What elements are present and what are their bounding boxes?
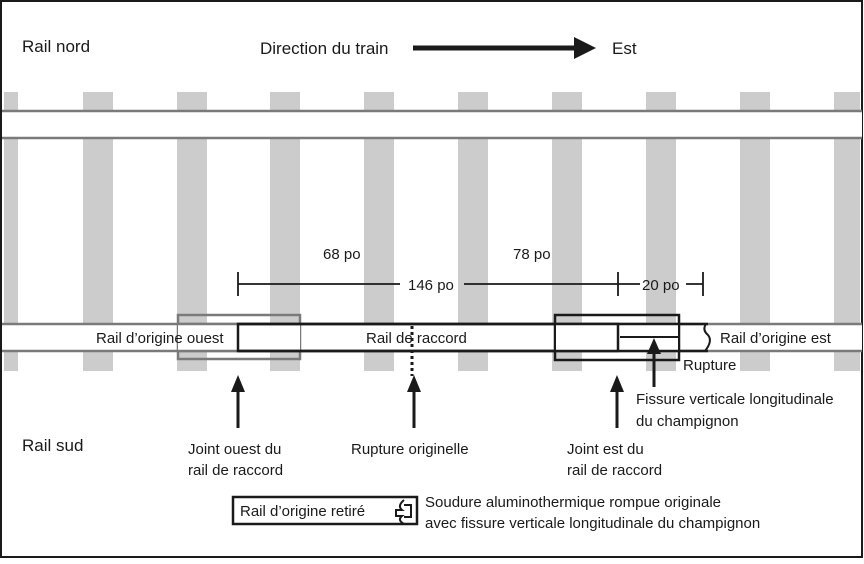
rupture-label: Rupture (683, 357, 736, 374)
direction-label: Direction du train (260, 39, 389, 58)
west-original-rail-label: Rail d’origine ouest (96, 330, 224, 347)
dimension-lines (237, 272, 704, 296)
rupture-break-mark (703, 323, 711, 352)
removed-rail-legend-label: Rail d’origine retiré (240, 503, 365, 520)
east-joint-arrow-icon (610, 375, 624, 392)
west-joint-label-1: Joint ouest du (188, 441, 281, 458)
original-break-label: Rupture originelle (351, 441, 469, 458)
weld-legend-label-2: avec fissure verticale longitudinale du … (425, 515, 760, 532)
south-rail-body (2, 324, 862, 351)
east-joint-label-2: rail de raccord (567, 462, 662, 479)
east-joint-label-1: Joint est du (567, 441, 644, 458)
north-rail-label: Rail nord (22, 37, 90, 56)
closure-rail-label: Rail de raccord (366, 330, 467, 347)
removed-rail-legend-box (231, 495, 419, 526)
weld-split-icon (404, 504, 412, 518)
split-arrow-icon (647, 338, 661, 354)
dim-west-segment: 68 po (323, 246, 361, 263)
east-original-rail-label: Rail d’origine est (720, 330, 832, 347)
broken-weld-icon (395, 499, 405, 525)
west-joint-arrow-icon (231, 375, 245, 392)
east-label: Est (612, 39, 637, 58)
dim-east-segment: 20 po (642, 277, 680, 294)
vertical-split-label-2: du champignon (636, 413, 739, 430)
original-break-arrow-icon (407, 375, 421, 392)
dim-middle-segment: 78 po (513, 246, 551, 263)
direction-arrow-icon (574, 37, 596, 59)
dim-total: 146 po (408, 277, 454, 294)
vertical-split-label-1: Fissure verticale longitudinale (636, 391, 834, 408)
tie (4, 92, 18, 371)
north-rail (2, 109, 862, 140)
west-joint-label-2: rail de raccord (188, 462, 283, 479)
weld-legend-label-1: Soudure aluminothermique rompue original… (425, 494, 721, 511)
north-rail-body (2, 111, 862, 138)
pointer-arrows (231, 338, 661, 428)
south-rail-label: Rail sud (22, 436, 83, 455)
legend: Rail d’origine retiré Soudure aluminothe… (231, 494, 760, 532)
south-rail (2, 322, 862, 353)
